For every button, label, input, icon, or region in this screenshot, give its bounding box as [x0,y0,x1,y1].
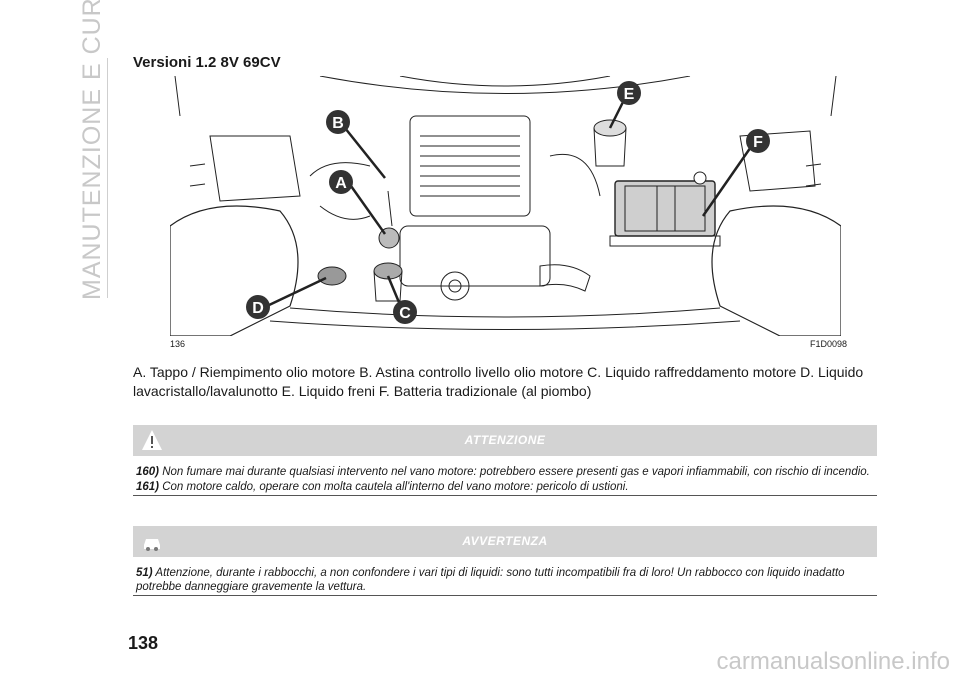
callout-f: F [746,129,770,153]
attenzione-item: 161) Con motore caldo, operare con molta… [136,481,629,493]
svg-text:D: D [252,300,264,317]
callout-a: A [329,170,353,194]
car-caution-icon [144,539,160,551]
figure-caption: A. Tappo / Riempimento olio motore B. As… [133,364,864,399]
watermark-text: carmanualsonline.info [716,648,950,675]
avvertenza-title: AVVERTENZA [462,534,548,548]
attenzione-header: ATTENZIONE [133,425,877,456]
avvertenza-body: 51) Attenzione, durante i rabbocchi, a n… [133,566,877,596]
attenzione-title: ATTENZIONE [464,433,546,447]
callout-c: C [393,300,417,324]
warning-icon [142,430,162,450]
svg-text:B: B [332,115,344,132]
svg-text:C: C [399,305,411,322]
side-divider [107,58,108,298]
callout-e: E [617,81,641,105]
callout-b: B [326,110,350,134]
avvertenza-item: 51) Attenzione, durante i rabbocchi, a n… [136,567,845,593]
engine-bay-figure: A B C D E F [170,76,841,336]
attenzione-item: 160) Non fumare mai durante qualsiasi in… [136,466,870,478]
attenzione-body: 160) Non fumare mai durante qualsiasi in… [133,465,877,496]
avvertenza-header: AVVERTENZA [133,526,877,557]
figure-number: 136 [170,339,186,349]
page-number: 138 [128,633,159,653]
svg-text:A: A [335,175,347,192]
section-title: Versioni 1.2 8V 69CV [133,54,281,71]
figure-code: F1D0098 [810,339,848,349]
svg-text:F: F [753,134,763,151]
svg-text:E: E [624,86,635,103]
callout-d: D [246,295,270,319]
